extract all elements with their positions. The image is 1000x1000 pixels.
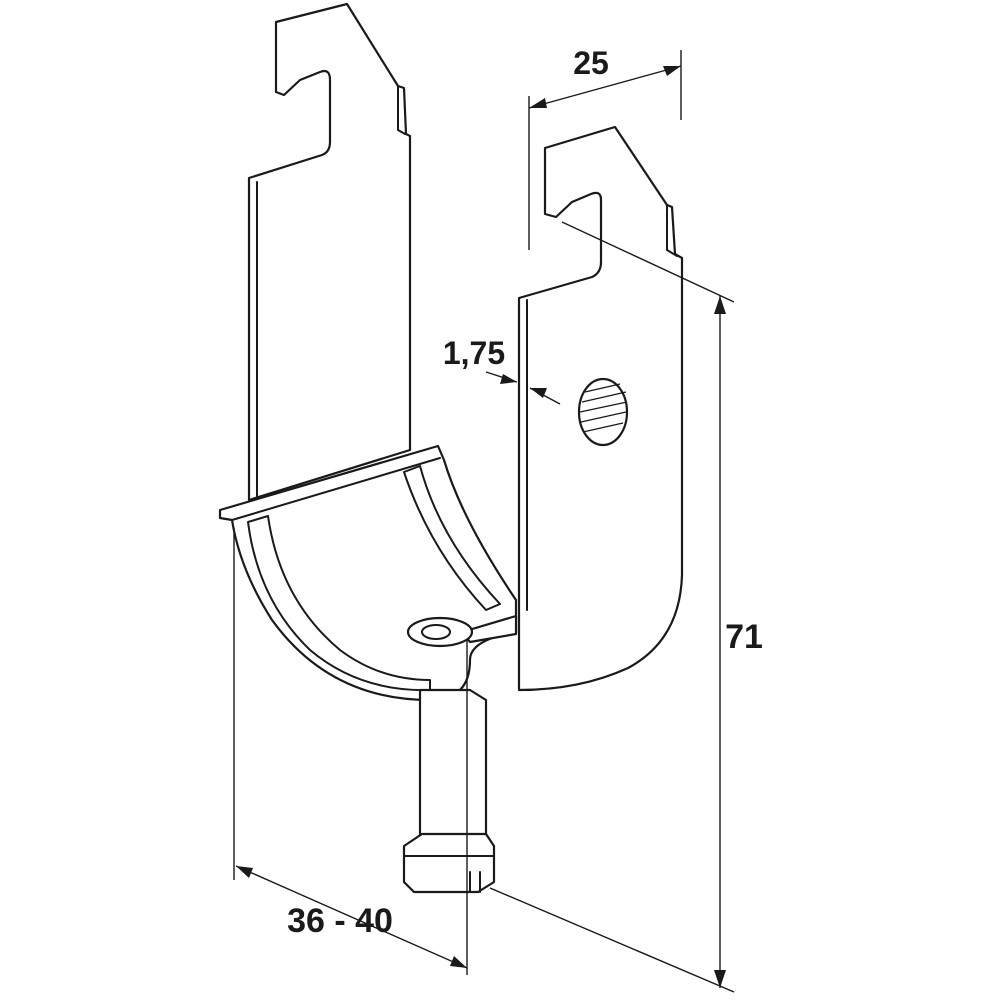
thickness-label: 1,75 [443, 335, 505, 371]
bolt [402, 688, 496, 894]
threaded-hole [577, 377, 629, 447]
height-label: 71 [725, 618, 763, 656]
dimension-thickness: 1,75 [443, 335, 561, 405]
back-plate [247, 2, 412, 502]
diameter-label: 36 - 40 [287, 902, 393, 940]
dimension-width: 25 [528, 45, 682, 250]
width-label: 25 [573, 45, 609, 81]
dimension-diameter: 36 - 40 [233, 528, 468, 975]
front-plate [517, 125, 684, 692]
dimension-height: 71 [489, 221, 763, 993]
